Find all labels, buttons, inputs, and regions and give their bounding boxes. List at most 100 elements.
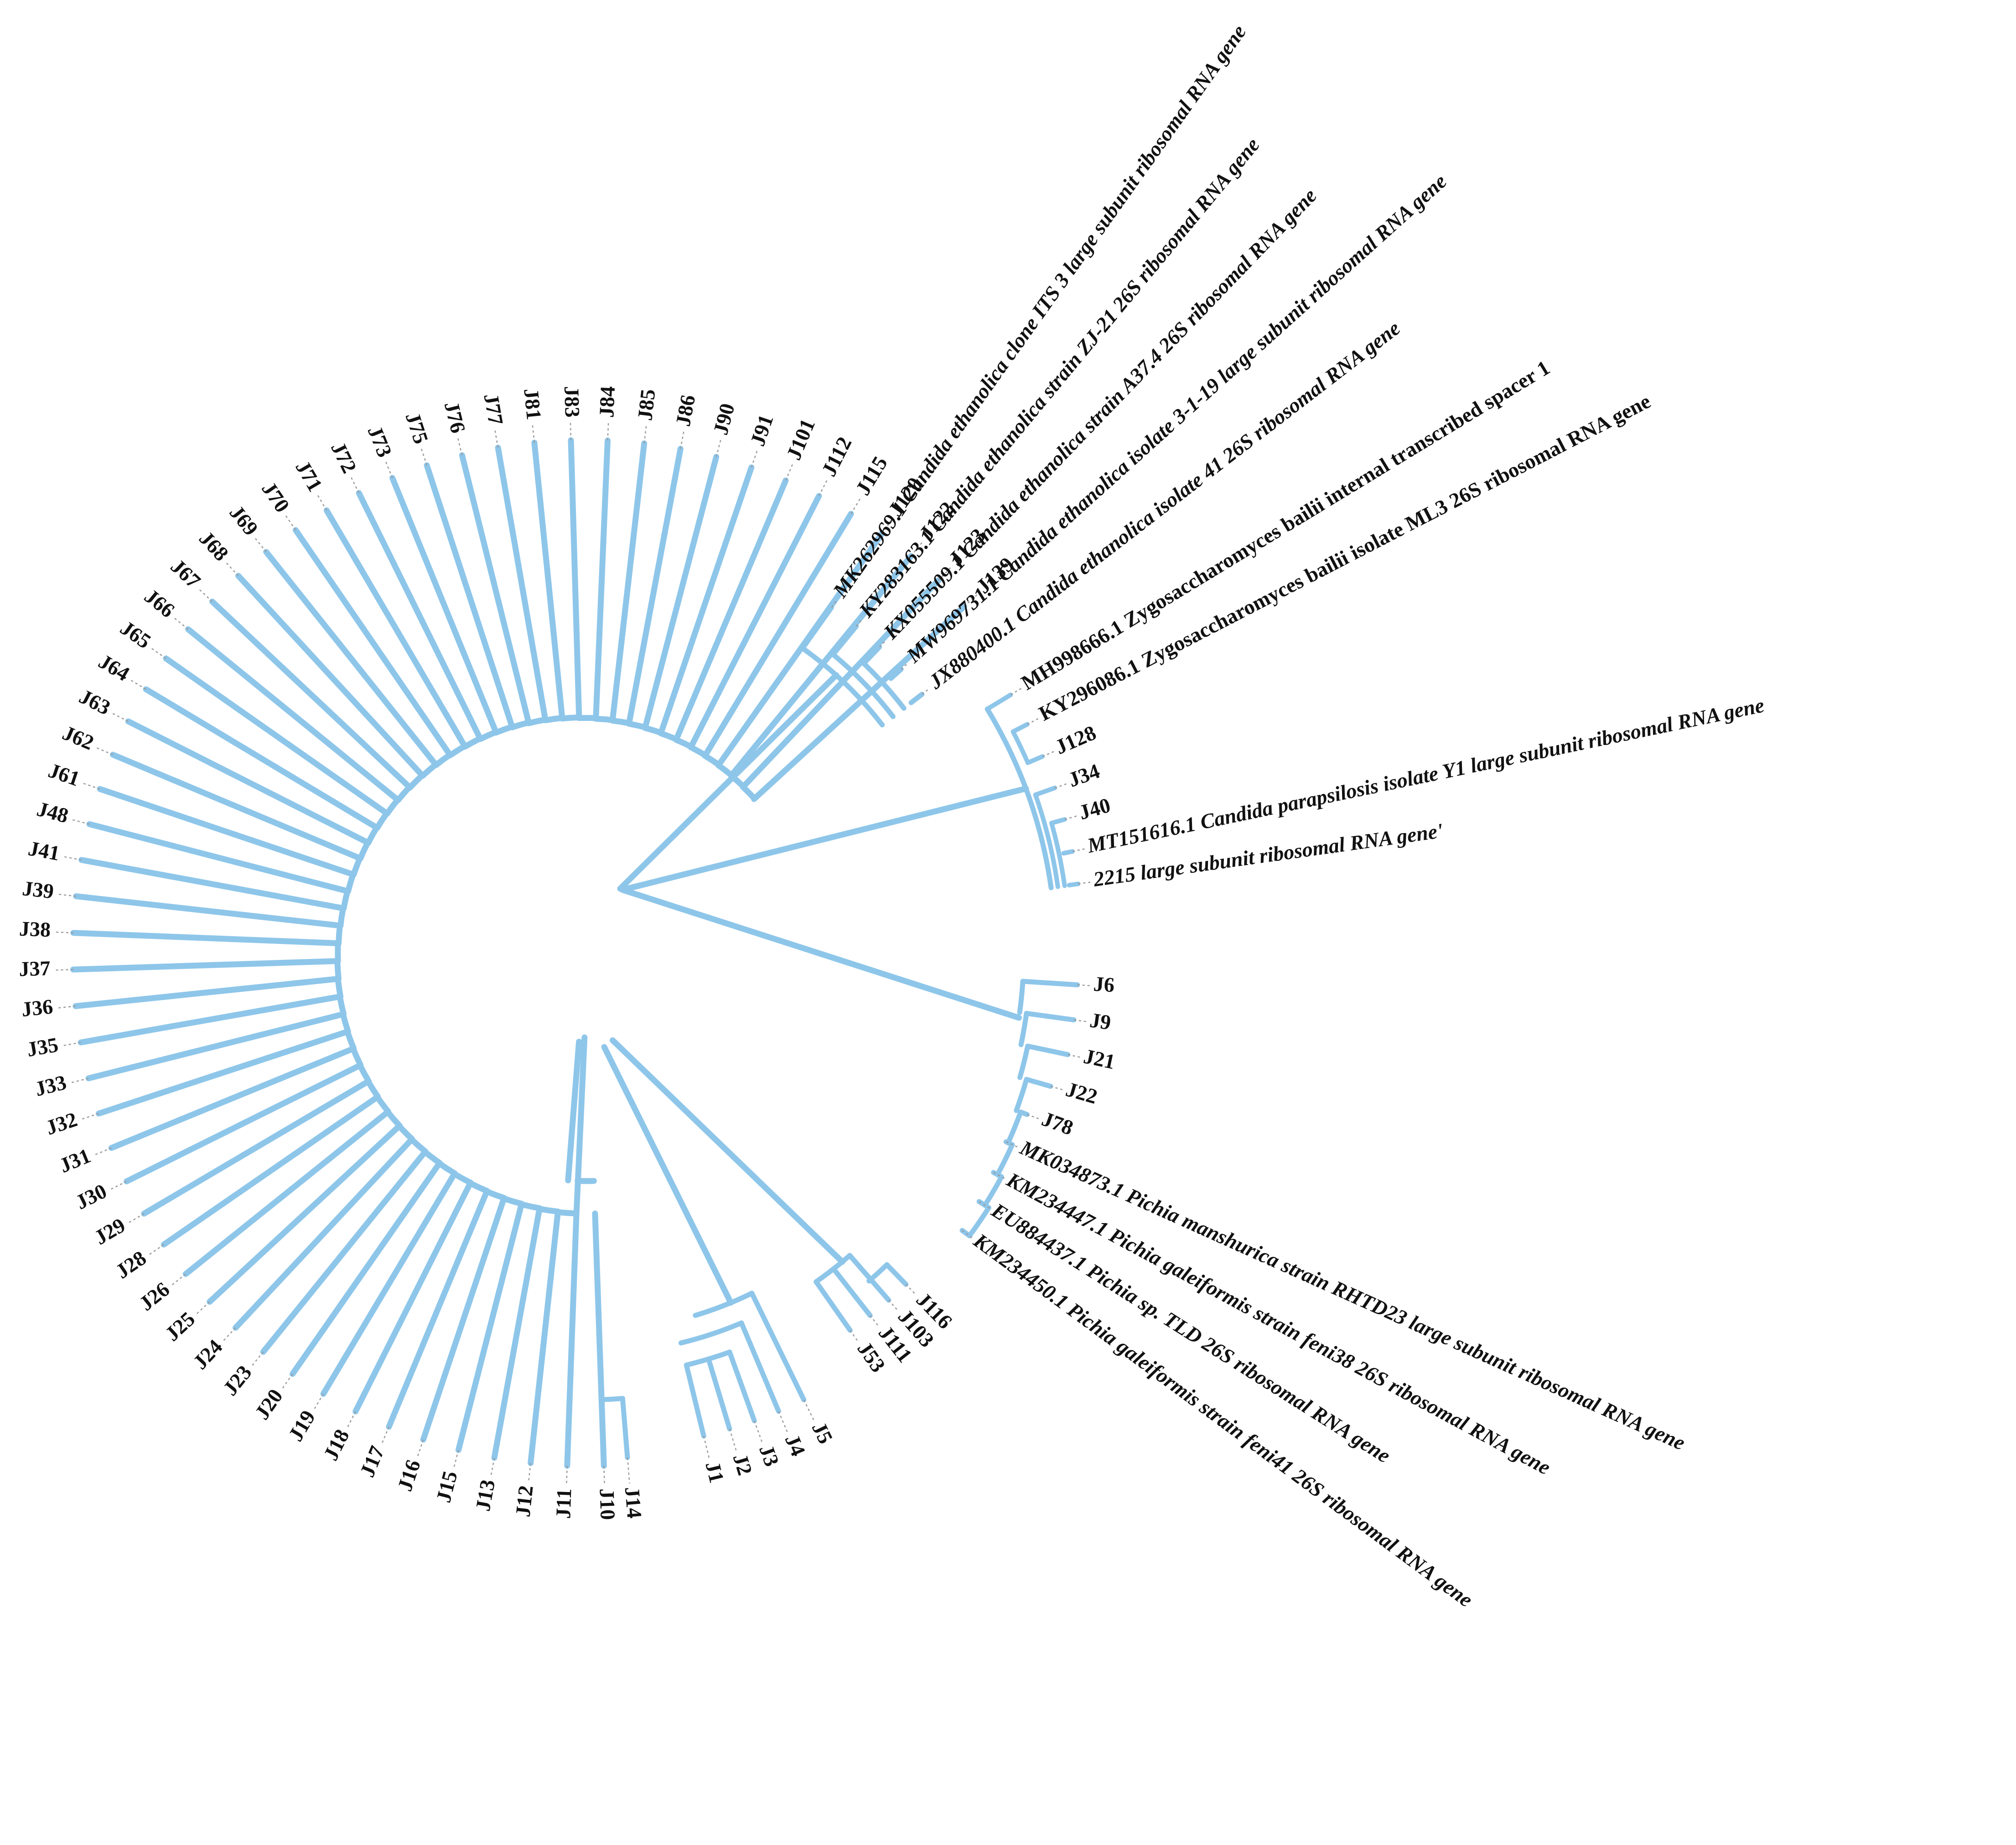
backbone-candida bbox=[800, 646, 885, 728]
leader-j53 bbox=[850, 1330, 859, 1343]
tip-label-j18: J18 bbox=[319, 1425, 354, 1464]
branch-j77 bbox=[495, 445, 549, 723]
branch-j116 bbox=[884, 1262, 909, 1287]
tip-label-j2: J2 bbox=[729, 1451, 757, 1478]
tip-label-j9: J9 bbox=[1088, 1008, 1112, 1034]
branch-j23 bbox=[260, 1148, 429, 1355]
branch-j75 bbox=[424, 462, 515, 731]
leader-j5 bbox=[803, 1399, 815, 1421]
backbone-pichia-5 bbox=[995, 1142, 1015, 1177]
leader-j31 bbox=[93, 1147, 112, 1156]
branch-j103-group-stem bbox=[610, 1037, 845, 1265]
branch-j5 bbox=[749, 1290, 807, 1403]
tip-label-j37: J37 bbox=[19, 956, 51, 980]
leader-j73 bbox=[384, 460, 393, 478]
branch-j120 bbox=[715, 531, 885, 768]
tip-label-j73: J73 bbox=[363, 423, 396, 461]
branch-j78 bbox=[1018, 1109, 1030, 1117]
backbone-j103-c bbox=[847, 1253, 873, 1282]
leader-j115 bbox=[850, 497, 861, 514]
leader-j21 bbox=[1068, 1054, 1080, 1058]
leader-mw969731-1-candida-ethanolica-isolate-3- bbox=[901, 662, 909, 670]
leader-j103 bbox=[888, 1300, 899, 1312]
branch-j20 bbox=[290, 1160, 443, 1377]
leader-j66 bbox=[173, 617, 189, 630]
tip-label-j75: J75 bbox=[401, 409, 433, 446]
tip-label-j10: J10 bbox=[595, 1488, 619, 1520]
branch-j35 bbox=[78, 993, 344, 1046]
leader-j33 bbox=[69, 1078, 89, 1084]
leader-j30 bbox=[109, 1181, 127, 1191]
branch-zygo-stem bbox=[619, 785, 1029, 893]
backbone-candida-c bbox=[861, 661, 907, 711]
leader-j75 bbox=[420, 447, 428, 466]
tip-label-j64: J64 bbox=[95, 649, 134, 685]
tip-label-j35: J35 bbox=[25, 1033, 60, 1061]
tip-label-j112: J112 bbox=[817, 433, 856, 480]
tip-label-j4: J4 bbox=[781, 1431, 810, 1459]
branch-j37 bbox=[70, 958, 341, 973]
tip-label-j39: J39 bbox=[21, 876, 55, 903]
branch-j73 bbox=[389, 475, 499, 736]
branch-ky296086-1-zygosaccharomyces-bailii-isol bbox=[1011, 722, 1030, 734]
branch-j33 bbox=[85, 1011, 347, 1082]
branch-j26 bbox=[182, 1109, 391, 1277]
branch-j84 bbox=[593, 437, 611, 722]
tip-label-j77: J77 bbox=[479, 392, 508, 427]
backbone-j1-group bbox=[693, 1290, 755, 1318]
tip-label-j16: J16 bbox=[393, 1457, 425, 1494]
tip-label-j28: J28 bbox=[111, 1246, 150, 1283]
branch-mk262969-1-candida-ethanolica-clone-its- bbox=[800, 605, 834, 651]
branch-j65 bbox=[163, 655, 390, 817]
branch-j14-stem bbox=[565, 1038, 582, 1183]
branch-j41 bbox=[78, 857, 347, 912]
branch-j91 bbox=[658, 464, 755, 736]
branch-j122 bbox=[728, 553, 914, 779]
leader-j3 bbox=[754, 1420, 763, 1443]
branch-j21 bbox=[1025, 1043, 1071, 1057]
leader-j139 bbox=[964, 593, 979, 607]
leader-ky283163-1-candida-ethanolica-strain-zj- bbox=[855, 618, 863, 627]
branch-j67 bbox=[209, 598, 413, 791]
branch-j64 bbox=[143, 686, 380, 831]
backbone-pichia-3 bbox=[1014, 1077, 1029, 1113]
tip-label-j84: J84 bbox=[595, 386, 619, 418]
tip-label-j19: J19 bbox=[284, 1406, 320, 1445]
leader-j69 bbox=[254, 536, 267, 553]
leader-j26 bbox=[170, 1273, 187, 1286]
branch-j25 bbox=[207, 1123, 403, 1305]
backbone-zygo-c bbox=[1033, 792, 1060, 889]
tip-label-eu884437-1-pichia-sp-tld-26s-ribosomal-r: EU884437.1 Pichia sp. TLD 26S ribosomal … bbox=[987, 1198, 1394, 1467]
tip-label-j11: J11 bbox=[551, 1488, 575, 1519]
branch-j76 bbox=[459, 452, 532, 726]
leader-j15 bbox=[453, 1450, 459, 1469]
branch-j86 bbox=[626, 446, 684, 727]
leader-j116 bbox=[905, 1284, 917, 1296]
leader-j6 bbox=[1077, 984, 1090, 986]
branch-j83 bbox=[568, 437, 582, 721]
branch-j18 bbox=[352, 1180, 474, 1415]
leader-j81 bbox=[532, 423, 535, 443]
tip-label-j33: J33 bbox=[32, 1070, 68, 1100]
leader-mt151616-1-candida-parapsilosis-isolate- bbox=[1072, 848, 1085, 852]
branch-j10-j14-node bbox=[601, 1396, 625, 1402]
tip-label-j17: J17 bbox=[355, 1442, 389, 1480]
leader-j2 bbox=[729, 1429, 737, 1452]
leader-j128 bbox=[1042, 751, 1054, 757]
branch-j68 bbox=[235, 573, 426, 779]
branch-j12 bbox=[528, 1208, 561, 1466]
tip-label-j86: J86 bbox=[671, 393, 700, 428]
branch-j34 bbox=[1033, 785, 1057, 797]
leader-j111 bbox=[870, 1315, 880, 1327]
branch-j48 bbox=[86, 821, 351, 895]
leader-j90 bbox=[715, 438, 722, 457]
tip-label-j71: J71 bbox=[291, 456, 327, 495]
branch-j81 bbox=[531, 440, 565, 722]
leader-eu884437-1-pichia-sp-tld-26s-ribosomal-r bbox=[979, 1201, 990, 1209]
branch-mt151616-1-candida-parapsilosis-isolate- bbox=[1061, 849, 1075, 856]
leader-j23 bbox=[250, 1351, 264, 1367]
branch-j123 bbox=[740, 577, 942, 790]
tip-label-j15: J15 bbox=[431, 1469, 462, 1505]
branch-j53 bbox=[814, 1279, 853, 1333]
tip-label-kx055509-1-candida-ethanolica-strain-a37: KX055509.1 Candida ethanolica strain A37… bbox=[879, 184, 1321, 644]
